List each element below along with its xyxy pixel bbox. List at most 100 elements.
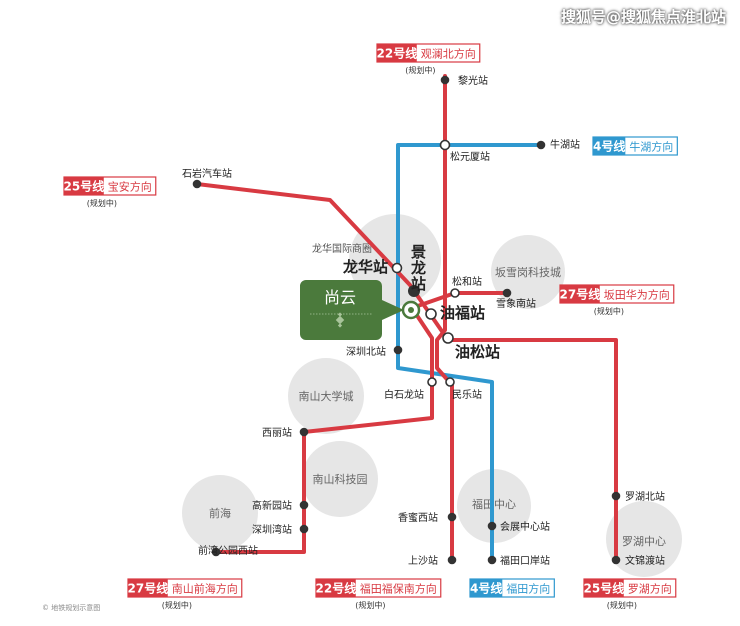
line-tag-number: 25号线 [64,179,105,194]
line-tag-note: (规划中) [594,306,624,316]
line-tag-direction: 罗湖方向 [628,582,672,596]
station-marker-shenzhenwan[interactable] [299,524,309,534]
station-marker-yousong[interactable] [442,332,454,344]
station-label-xili: 西丽站 [262,426,292,439]
station-label-minle: 民乐站 [452,388,482,401]
line-tag-l27-east: 27号线坂田华为方向 (规划中) [559,284,675,316]
area-circle-qianhai [182,475,258,551]
line-tag-l4-east: 4号线牛湖方向 [592,136,678,156]
line-tag-note: (规划中) [87,198,117,208]
line-tag-direction: 南山前海方向 [172,582,238,596]
station-label-shangsha: 上沙站 [408,554,438,567]
line-tag-badge [470,579,503,597]
station-marker-xili[interactable] [299,427,309,437]
line-tag-number: 25号线 [584,581,625,596]
station-label-songyuansha: 松元厦站 [450,150,490,163]
line-tag-badge [593,137,626,155]
station-label-xiangmixi: 香蜜西站 [398,511,438,524]
area-label-luohu: 罗湖中心 [622,535,666,548]
line-tag-direction: 观澜北方向 [421,47,476,61]
line-tag-l22-north: 22号线观澜北方向 (规划中) [376,43,481,75]
area-circle-nanshan-tech [302,441,378,517]
area-label-bantian: 坂雪岗科技城 [495,265,561,279]
station-label-youfu: 油福站 [440,304,485,322]
area-label-longhua: 龙华国际商圈 [312,242,372,255]
station-marker-huizhan[interactable] [487,521,497,531]
line-tag-direction: 宝安方向 [108,180,152,194]
line-tag-number: 27号线 [560,287,601,302]
line-22-north [435,74,447,357]
station-label-liguang: 黎光站 [458,74,488,87]
station-label-futiankouan: 福田口岸站 [500,554,550,567]
project-name: 尚云 [324,288,356,307]
line-tag-direction: 福田方向 [506,582,550,596]
line-tag-badge [316,579,356,597]
station-label-baishilong: 白石龙站 [384,388,424,401]
line-tag-badge [64,177,104,195]
station-marker-liguang[interactable] [440,75,450,85]
area-circle-luohu [606,501,682,577]
line-tag-number: 27号线 [128,581,169,596]
station-label-wenjindu: 文锦渡站 [625,554,665,567]
line-tag-number: 22号线 [377,46,418,61]
station-label-qianwan: 前湾公园西站 [198,544,258,557]
project-box [300,280,404,340]
station-marker-songyuansha[interactable] [439,139,451,151]
station-marker-xiangmixi[interactable] [447,512,457,522]
line-22-south [435,353,454,562]
station-marker-luohubei[interactable] [611,491,621,501]
station-label-gaoxinyuan: 高新园站 [252,499,292,512]
station-marker-songhe[interactable] [450,288,460,298]
station-marker-baishilong[interactable] [427,377,437,387]
station-marker-jinglong[interactable] [408,285,420,297]
station-marker-shangsha[interactable] [447,555,457,565]
map-footnote: © 地铁规划示意图 [42,604,101,612]
line-tag-direction: 坂田华为方向 [604,288,670,302]
station-label-longhua: 龙华站 [342,258,388,276]
station-marker-youfu[interactable] [425,308,437,320]
station-marker-xuexiangnan[interactable] [502,288,512,298]
station-marker-shiyan[interactable] [192,179,202,189]
station-label-shenzhenwan: 深圳湾站 [252,523,292,536]
area-label-nanshan-univ: 南山大学城 [299,389,354,403]
line-tag-l4-south: 4号线福田方向 [469,578,555,598]
line-tag-direction: 福田福保南方向 [360,582,437,596]
line-tag-direction: 牛湖方向 [629,140,673,154]
station-marker-gaoxinyuan[interactable] [299,500,309,510]
area-circle-nanshan-univ [288,358,364,434]
station-marker-qianwan[interactable] [211,547,221,557]
line-tag-note: (规划中) [355,600,385,610]
line-tag-note: (规划中) [162,600,192,610]
station-label-niuhu: 牛湖站 [550,138,580,151]
line-tag-number: 4号线 [470,581,502,596]
area-label-nanshan-tech: 南山科技园 [313,472,368,486]
station-marker-minle[interactable] [445,377,455,387]
line-tag-number: 22号线 [316,581,357,596]
line-tag-badge [560,285,600,303]
line-tag-l22-south: 22号线福田福保南方向 (规划中) [315,578,442,610]
line-tag-number: 4号线 [593,139,625,154]
station-marker-futiankouan[interactable] [487,555,497,565]
station-marker-wenjindu[interactable] [611,555,621,565]
line-tag-l27-south: 27号线南山前海方向 (规划中) [127,578,243,610]
station-marker-shenzhenbei[interactable] [393,345,403,355]
line-tag-l25-west: 25号线宝安方向 (规划中) [63,176,157,208]
station-label-yousong: 油松站 [455,343,500,361]
station-label-shiyan: 石岩汽车站 [182,167,232,180]
watermark: 搜狐号@搜狐焦点淮北站 [560,8,726,26]
station-label-shenzhenbei: 深圳北站 [346,345,386,358]
station-marker-niuhu[interactable] [536,140,546,150]
line-tag-note: (规划中) [405,65,435,75]
line-tag-l25-south: 25号线罗湖方向 (规划中) [583,578,677,610]
line-tag-note: (规划中) [607,600,637,610]
project-marker[interactable]: 尚云 [300,280,421,340]
project-location-dot [408,307,414,313]
station-label-luohubei: 罗湖北站 [625,490,665,503]
line-tag-badge [584,579,624,597]
station-label-songhe: 松和站 [452,275,482,288]
line-tag-badge [128,579,168,597]
station-marker-longhua[interactable] [391,262,403,274]
line-tag-badge [377,44,417,62]
station-label-huizhan: 会展中心站 [500,520,550,533]
